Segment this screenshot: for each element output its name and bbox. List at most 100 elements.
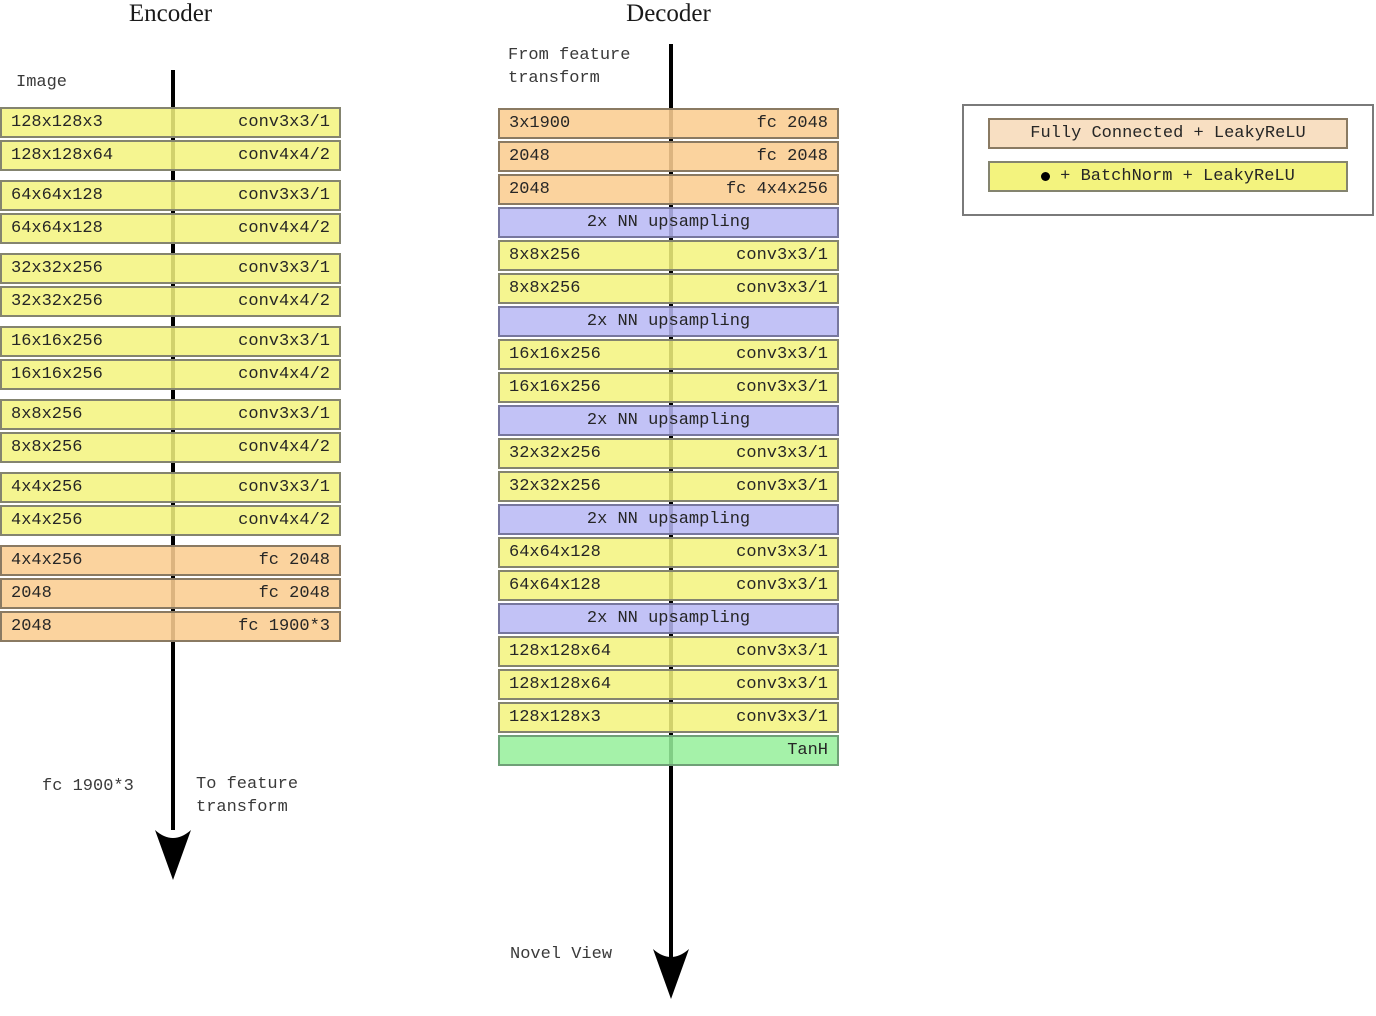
layer-op-label: conv3x3/1 (736, 345, 828, 364)
layer-shape-label: 128x128x64 (509, 675, 612, 694)
encoder-output-arrow-icon (150, 824, 196, 885)
layer-op-label: fc 2048 (258, 584, 330, 603)
layer-shape-label: 64x64x128 (509, 576, 601, 595)
layer-row: 128x128x64 conv4x4/2 (0, 140, 341, 171)
layer-shape-label: 32x32x256 (11, 292, 103, 311)
layer-op-label: conv4x4/2 (238, 511, 330, 530)
layer-shape-label: 16x16x256 (11, 332, 103, 351)
layer-op-label: conv3x3/1 (736, 246, 828, 265)
layer-op-label: conv3x3/1 (238, 113, 330, 132)
layer-row: 2048 fc 4x4x256 (498, 174, 839, 205)
layer-shape-label: 3x1900 (509, 114, 571, 133)
layer-op-label: fc 2048 (756, 114, 828, 133)
layer-op-label: fc 2048 (258, 551, 330, 570)
encoder-output-dim-label: fc 1900*3 (42, 777, 134, 796)
layer-op-label: conv3x3/1 (736, 279, 828, 298)
novel-view-label: Novel View (510, 945, 613, 964)
layer-shape-label: 8x8x256 (11, 405, 83, 424)
layer-shape-label: 2048 (509, 180, 550, 199)
layer-op-label: conv3x3/1 (238, 259, 330, 278)
layer-row: 4x4x256 conv4x4/2 (0, 505, 341, 536)
layer-row: 64x64x128 conv4x4/2 (0, 213, 341, 244)
layer-op-label: conv3x3/1 (736, 477, 828, 496)
layer-shape-label: 4x4x256 (11, 511, 83, 530)
layer-row: 64x64x128 conv3x3/1 (498, 570, 839, 601)
decoder-output-arrow-icon (648, 943, 694, 1004)
layer-op-label: conv3x3/1 (736, 576, 828, 595)
layer-row: 2048 fc 2048 (0, 578, 341, 609)
layer-shape-label: 2048 (509, 147, 550, 166)
layer-shape-label: 8x8x256 (11, 438, 83, 457)
layer-row: 2x NN upsampling (498, 504, 839, 535)
legend-item-fully-connected: Fully Connected + LeakyReLU (988, 118, 1348, 149)
layer-op-label: conv3x3/1 (736, 543, 828, 562)
encoder-title: Encoder (128, 0, 213, 27)
layer-shape-label: 32x32x256 (509, 444, 601, 463)
layer-row: 4x4x256 fc 2048 (0, 545, 341, 576)
layer-op-label: conv3x3/1 (736, 444, 828, 463)
decoder-title: Decoder (626, 0, 711, 27)
layer-center-label: 2x NN upsampling (586, 510, 751, 529)
layer-op-label: fc 4x4x256 (725, 180, 828, 199)
layer-op-label: conv4x4/2 (238, 365, 330, 384)
layer-op-label: conv3x3/1 (736, 708, 828, 727)
layer-row: 32x32x256 conv3x3/1 (498, 471, 839, 502)
layer-shape-label: 8x8x256 (509, 279, 581, 298)
layer-shape-label: 64x64x128 (11, 219, 103, 238)
layer-shape-label: 4x4x256 (11, 551, 83, 570)
layer-row: 32x32x256 conv3x3/1 (0, 253, 341, 284)
layer-shape-label: 64x64x128 (11, 186, 103, 205)
encoder-input-label: Image (16, 73, 68, 92)
layer-shape-label: 2048 (11, 584, 52, 603)
layer-shape-label: 16x16x256 (509, 345, 601, 364)
layer-op-label: fc 2048 (756, 147, 828, 166)
layer-row: TanH (498, 735, 839, 766)
layer-row: 2x NN upsampling (498, 207, 839, 238)
layer-op-label: conv4x4/2 (238, 219, 330, 238)
layer-shape-label: 16x16x256 (11, 365, 103, 384)
layer-row: 16x16x256 conv3x3/1 (0, 326, 341, 357)
layer-shape-label: 2048 (11, 617, 52, 636)
layer-row: 16x16x256 conv4x4/2 (0, 359, 341, 390)
layer-shape-label: 32x32x256 (509, 477, 601, 496)
layer-center-label: 2x NN upsampling (586, 411, 751, 430)
from-feature-transform-label: From feature transform (508, 46, 631, 88)
layer-row: 8x8x256 conv3x3/1 (498, 273, 839, 304)
layer-row: 4x4x256 conv3x3/1 (0, 472, 341, 503)
decoder-layer-stack: 3x1900 fc 2048 2048 fc 2048 2048 fc 4x4x256 2x… (498, 108, 839, 766)
layer-row: 2x NN upsampling (498, 405, 839, 436)
layer-shape-label: 32x32x256 (11, 259, 103, 278)
layer-shape-label: 128x128x64 (509, 642, 612, 661)
layer-op-label: conv3x3/1 (238, 405, 330, 424)
layer-row: 8x8x256 conv3x3/1 (498, 240, 839, 271)
layer-row: 64x64x128 conv3x3/1 (0, 180, 341, 211)
layer-shape-label: 128x128x64 (11, 146, 114, 165)
legend-bullet-icon (1041, 172, 1051, 181)
layer-op-label: fc 1900*3 (238, 617, 330, 636)
legend-item-conv-batchnorm: + BatchNorm + LeakyReLU (988, 161, 1348, 192)
layer-op-label: conv4x4/2 (238, 146, 330, 165)
layer-op-label: TanH (787, 741, 828, 760)
layer-row: 3x1900 fc 2048 (498, 108, 839, 139)
layer-op-label: conv4x4/2 (238, 292, 330, 311)
layer-op-label: conv3x3/1 (736, 642, 828, 661)
legend-conv-label: + BatchNorm + LeakyReLU (1060, 167, 1295, 186)
layer-row: 32x32x256 conv3x3/1 (498, 438, 839, 469)
layer-row: 16x16x256 conv3x3/1 (498, 339, 839, 370)
legend-panel: Fully Connected + LeakyReLU + BatchNorm … (962, 104, 1374, 216)
layer-shape-label: 8x8x256 (509, 246, 581, 265)
layer-op-label: conv3x3/1 (238, 478, 330, 497)
layer-row: 2x NN upsampling (498, 306, 839, 337)
layer-row: 2x NN upsampling (498, 603, 839, 634)
layer-center-label: 2x NN upsampling (586, 213, 751, 232)
layer-shape-label: 4x4x256 (11, 478, 83, 497)
layer-op-label: conv3x3/1 (238, 332, 330, 351)
layer-row: 128x128x64 conv3x3/1 (498, 636, 839, 667)
layer-op-label: conv3x3/1 (736, 378, 828, 397)
layer-op-label: conv3x3/1 (238, 186, 330, 205)
